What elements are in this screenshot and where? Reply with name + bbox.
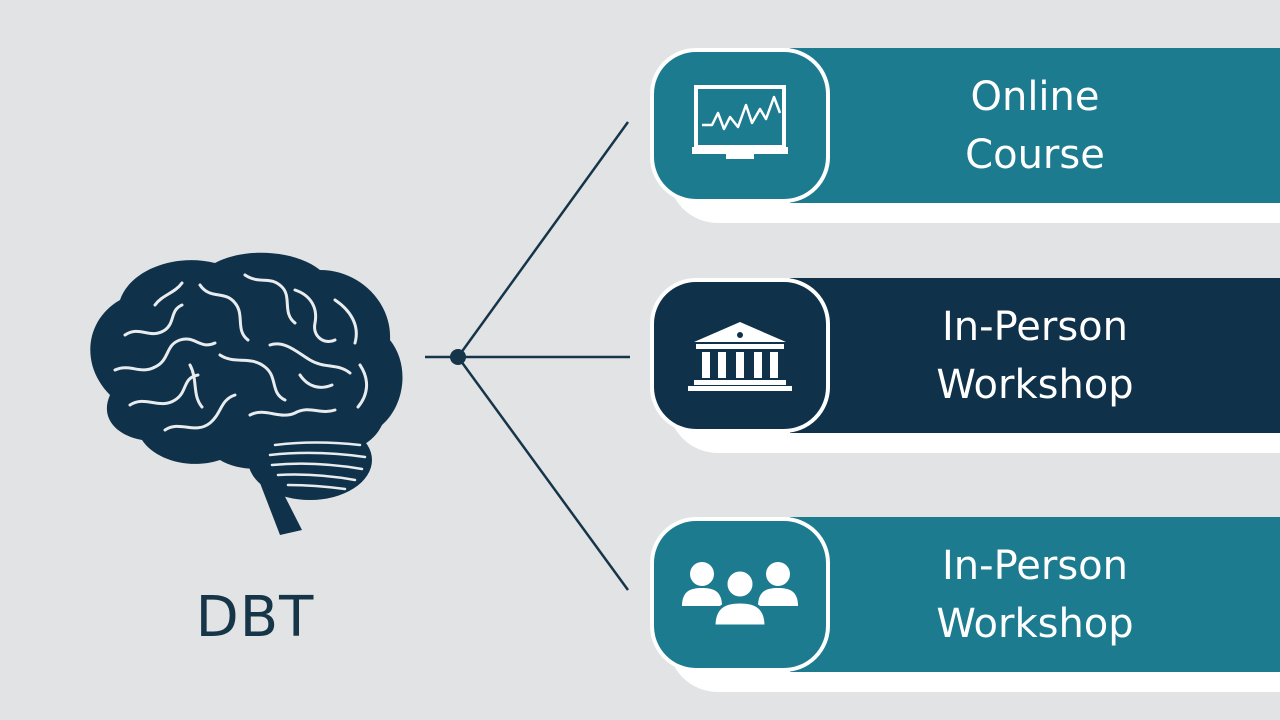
- option-icon-pill: [650, 48, 830, 203]
- monitor-chart-icon: [692, 84, 788, 159]
- connector-node: [450, 349, 466, 365]
- center-label: DBT: [195, 585, 315, 650]
- option-label-line2: Workshop: [936, 361, 1134, 408]
- option-label: In-Person Workshop: [936, 298, 1133, 414]
- connector-branch-bottom: [456, 356, 630, 591]
- option-in-person-workshop-2[interactable]: In-Person Workshop: [650, 517, 1280, 692]
- option-label: Online Course: [965, 68, 1105, 184]
- institution-building-icon: [688, 321, 792, 391]
- option-label-line1: In-Person: [942, 303, 1128, 350]
- option-band: Online Course: [790, 48, 1280, 203]
- option-label-line2: Course: [965, 131, 1105, 178]
- option-band: In-Person Workshop: [790, 278, 1280, 433]
- option-label-line2: Workshop: [936, 600, 1134, 647]
- option-in-person-workshop-1[interactable]: In-Person Workshop: [650, 278, 1280, 453]
- option-label-line1: In-Person: [942, 542, 1128, 589]
- option-icon-pill: [650, 278, 830, 433]
- option-band: In-Person Workshop: [790, 517, 1280, 672]
- option-label-line1: Online: [970, 73, 1100, 120]
- option-online-course[interactable]: Online Course: [650, 48, 1280, 223]
- option-icon-pill: [650, 517, 830, 672]
- group-people-icon: [682, 561, 798, 627]
- brain-icon: [90, 252, 403, 535]
- connector-branch-top: [456, 121, 630, 358]
- option-label: In-Person Workshop: [936, 537, 1133, 653]
